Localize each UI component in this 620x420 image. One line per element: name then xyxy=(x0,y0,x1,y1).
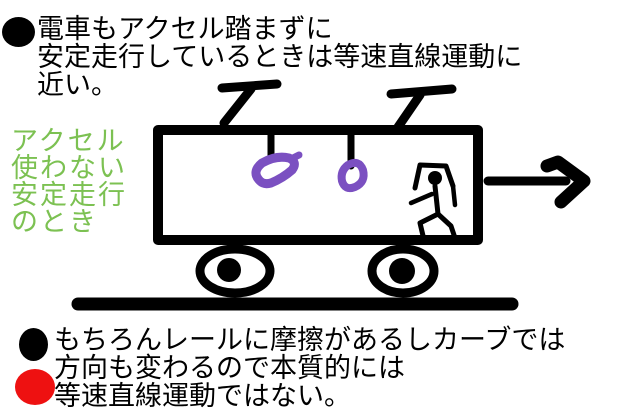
pantograph-left-icon xyxy=(217,79,282,128)
passenger-stick-figure-icon xyxy=(408,162,458,243)
velocity-arrow-right-icon xyxy=(483,155,591,209)
top-note: 電車もアクセル踏まずに 安定走行しているときは等速直線運動に 近い。 xyxy=(37,15,522,99)
train-car-body xyxy=(153,125,483,245)
red-dot-bullet xyxy=(15,369,55,405)
black-dot-bullet xyxy=(2,17,35,47)
bottom-note-line: もちろんレールに摩擦があるしカーブでは xyxy=(54,325,566,355)
top-note-line: 近い。 xyxy=(37,70,118,100)
top-note-line: 安定走行しているときは等速直線運動に xyxy=(37,42,523,72)
accelerator-side-label: アクセル 使わない 安定走行 のとき xyxy=(11,128,127,236)
black-dot-bullet xyxy=(19,328,48,361)
side-label-line: アクセル xyxy=(11,126,126,156)
bottom-note: もちろんレールに摩擦があるしカーブでは 方向も変わるので本質的には 等速直線運動… xyxy=(54,326,565,410)
wheel-left-icon xyxy=(195,244,275,298)
top-note-line: 電車もアクセル踏まずに xyxy=(37,14,333,44)
hanging-strap-left-icon xyxy=(251,130,303,189)
bottom-note-line: 等速直線運動ではない。 xyxy=(54,381,351,411)
bottom-note-line: 方向も変わるので本質的には xyxy=(54,353,405,383)
wheel-right-icon xyxy=(367,244,439,298)
side-label-line: のとき xyxy=(11,207,98,237)
side-label-line: 安定走行 xyxy=(11,180,127,210)
side-label-line: 使わない xyxy=(11,153,127,183)
hanging-strap-right-icon xyxy=(337,130,368,193)
pantograph-right-icon xyxy=(386,84,457,132)
